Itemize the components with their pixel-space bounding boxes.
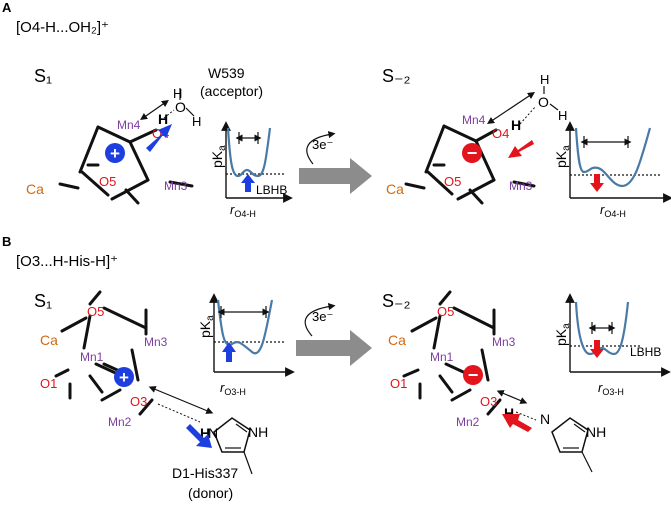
panel-a-reaction-label: 3e⁻	[312, 137, 333, 152]
panel-b-lbhb: LBHB	[630, 345, 661, 359]
panel-a-s1-cluster: S₁ Mn4 O4 O5 Mn3 Ca + H O H H	[26, 65, 263, 205]
panel-b-s2-ca: Ca	[388, 332, 406, 348]
panel-b-minus: −	[468, 365, 479, 385]
panel-a-s2-pka: pKa	[553, 145, 572, 168]
panel-a-s2-r: rO4-H	[600, 202, 626, 219]
panel-b-s1-mn1: Mn1	[80, 350, 104, 364]
panel-a-pka: pKa	[209, 145, 228, 168]
reaction-arrow-icon-b	[296, 330, 372, 366]
panel-b-s2-pka: pKa	[553, 323, 572, 346]
positive-charge-icon-b	[114, 367, 134, 387]
panel-b-s1-o5: O5	[87, 304, 104, 319]
panel-a-reaction: 3e⁻	[299, 131, 372, 194]
panel-a-w539: W539	[208, 65, 245, 81]
negative-charge-icon	[462, 143, 482, 163]
pka-up-arrow-icon-b	[222, 342, 236, 362]
panel-b-s2-cluster: S₋₂ O5 Mn3 Mn1 O3 O1 Mn2 Ca −	[382, 290, 606, 473]
panel-a-s2-o5: O5	[444, 174, 461, 189]
panel-b-s1-o1: O1	[40, 376, 57, 391]
reaction-arrow-icon	[299, 158, 372, 194]
panel-b-s2-mn1: Mn1	[430, 350, 454, 364]
positive-charge-icon	[105, 143, 125, 163]
panel-a-s2-water-h1: H	[540, 72, 549, 87]
panel-a-s1-ca: Ca	[26, 181, 44, 197]
panel-b-s2-o3: O3	[480, 394, 497, 409]
panel-b-s1-imidazole: H N NH	[200, 417, 268, 475]
pka-down-arrow-icon-b	[590, 340, 604, 358]
panel-a-r: rO4-H	[230, 202, 256, 219]
panel-b-reaction: 3e⁻	[296, 302, 372, 366]
panel-b-donor: (donor)	[188, 485, 233, 501]
proton-back-arrow-icon	[508, 140, 534, 158]
panel-b-s1-cluster: S₁ O5 Mn3 Mn1 O3 O1 Mn2 Ca +	[34, 290, 268, 501]
panel-a-s2-mn3: Mn3	[509, 179, 533, 193]
panel-a-s1-water-o: O	[175, 99, 186, 115]
panel-b-s1-label: S₁	[34, 291, 52, 311]
panel-a-s1-plot: pKa LBHB rO4-H	[209, 121, 293, 219]
panel-a-title: [O4-H...OH₂]⁺	[16, 19, 109, 36]
panel-b-letter: B	[2, 234, 11, 249]
panel-a-acceptor: (acceptor)	[200, 83, 263, 99]
panel-b-s1-mn2: Mn2	[108, 415, 132, 429]
panel-b-s2-o1: O1	[390, 376, 407, 391]
panel-b-his: D1-His337	[172, 465, 238, 481]
panel-a-s1-mn3: Mn3	[164, 179, 188, 193]
pka-up-arrow-icon	[241, 174, 255, 192]
panel-a-s1-mn4: Mn4	[117, 118, 141, 132]
panel-a-s2-ca: Ca	[386, 181, 404, 197]
panel-b-s1-plot: pKa rO3-H	[197, 293, 295, 397]
panel-b-s1-h: H	[200, 425, 210, 441]
panel-a-s2-o4: O4	[492, 126, 509, 141]
panel-a-s2-plot: pKa rO4-H	[553, 121, 671, 219]
panel-a: A [O4-H...OH₂]⁺ S₁ Mn4 O4 O5 Mn3 Ca + H	[2, 0, 671, 219]
panel-b-s2-mn2: Mn2	[456, 415, 480, 429]
panel-a-minus: −	[467, 143, 478, 163]
panel-b-s2-plot: pKa LBHB rO3-H	[553, 293, 671, 397]
panel-b-s2-o5: O5	[437, 304, 454, 319]
panel-a-s2-water-o: O	[538, 94, 549, 110]
panel-a-s2-mn4: Mn4	[462, 113, 486, 127]
panel-b-s2-n: N	[540, 411, 550, 427]
panel-b-s1-o3: O3	[130, 394, 147, 409]
panel-b-s2-imidazole: N NH	[540, 411, 606, 473]
panel-a-plus: +	[110, 144, 120, 163]
panel-b-s2-nh: NH	[586, 424, 606, 440]
panel-a-s1-h: H	[158, 111, 168, 127]
panel-b-s2-r: rO3-H	[598, 380, 624, 397]
negative-charge-icon-b	[463, 365, 483, 385]
panel-a-s1-label: S₁	[34, 66, 52, 86]
panel-b-r: rO3-H	[220, 380, 246, 397]
panel-b-s1-ca: Ca	[40, 332, 58, 348]
panel-a-s2-water-h2: H	[558, 108, 567, 123]
panel-b-reaction-label: 3e⁻	[312, 309, 333, 324]
panel-b-s2-label: S₋₂	[382, 291, 411, 311]
panel-a-s2-cluster: S₋₂ Mn4 O4 O5 Mn3 Ca − H O H H	[382, 66, 567, 205]
panel-a-lbhb: LBHB	[256, 183, 287, 197]
panel-b-s2-mn3: Mn3	[492, 335, 516, 349]
panel-a-s2-label: S₋₂	[382, 66, 411, 86]
proton-back-arrow-icon-b	[502, 414, 532, 432]
panel-b-plus: +	[119, 368, 129, 387]
panel-b-title: [O3...H-His-H]⁺	[16, 253, 118, 270]
panel-a-s1-o5: O5	[99, 174, 116, 189]
panel-b-pka: pKa	[197, 315, 216, 338]
panel-a-s1-water-h2: H	[192, 114, 201, 129]
panel-b-s1-nh: NH	[248, 424, 268, 440]
panel-a-s1-water-h1: H	[173, 86, 182, 101]
proton-transfer-arrow-icon	[146, 124, 172, 152]
panel-a-letter: A	[2, 0, 12, 15]
proton-transfer-arrow-icon-b	[186, 424, 212, 448]
panel-a-s2-h: H	[511, 117, 521, 133]
panel-b-s2-h: H	[504, 405, 514, 421]
panel-b-s1-n: N	[208, 425, 218, 441]
panel-b-s1-mn3: Mn3	[144, 335, 168, 349]
pka-down-arrow-icon	[590, 174, 604, 192]
panel-b: B [O3...H-His-H]⁺ S₁ O5 Mn3 Mn1 O3 O1 Mn…	[2, 234, 671, 501]
